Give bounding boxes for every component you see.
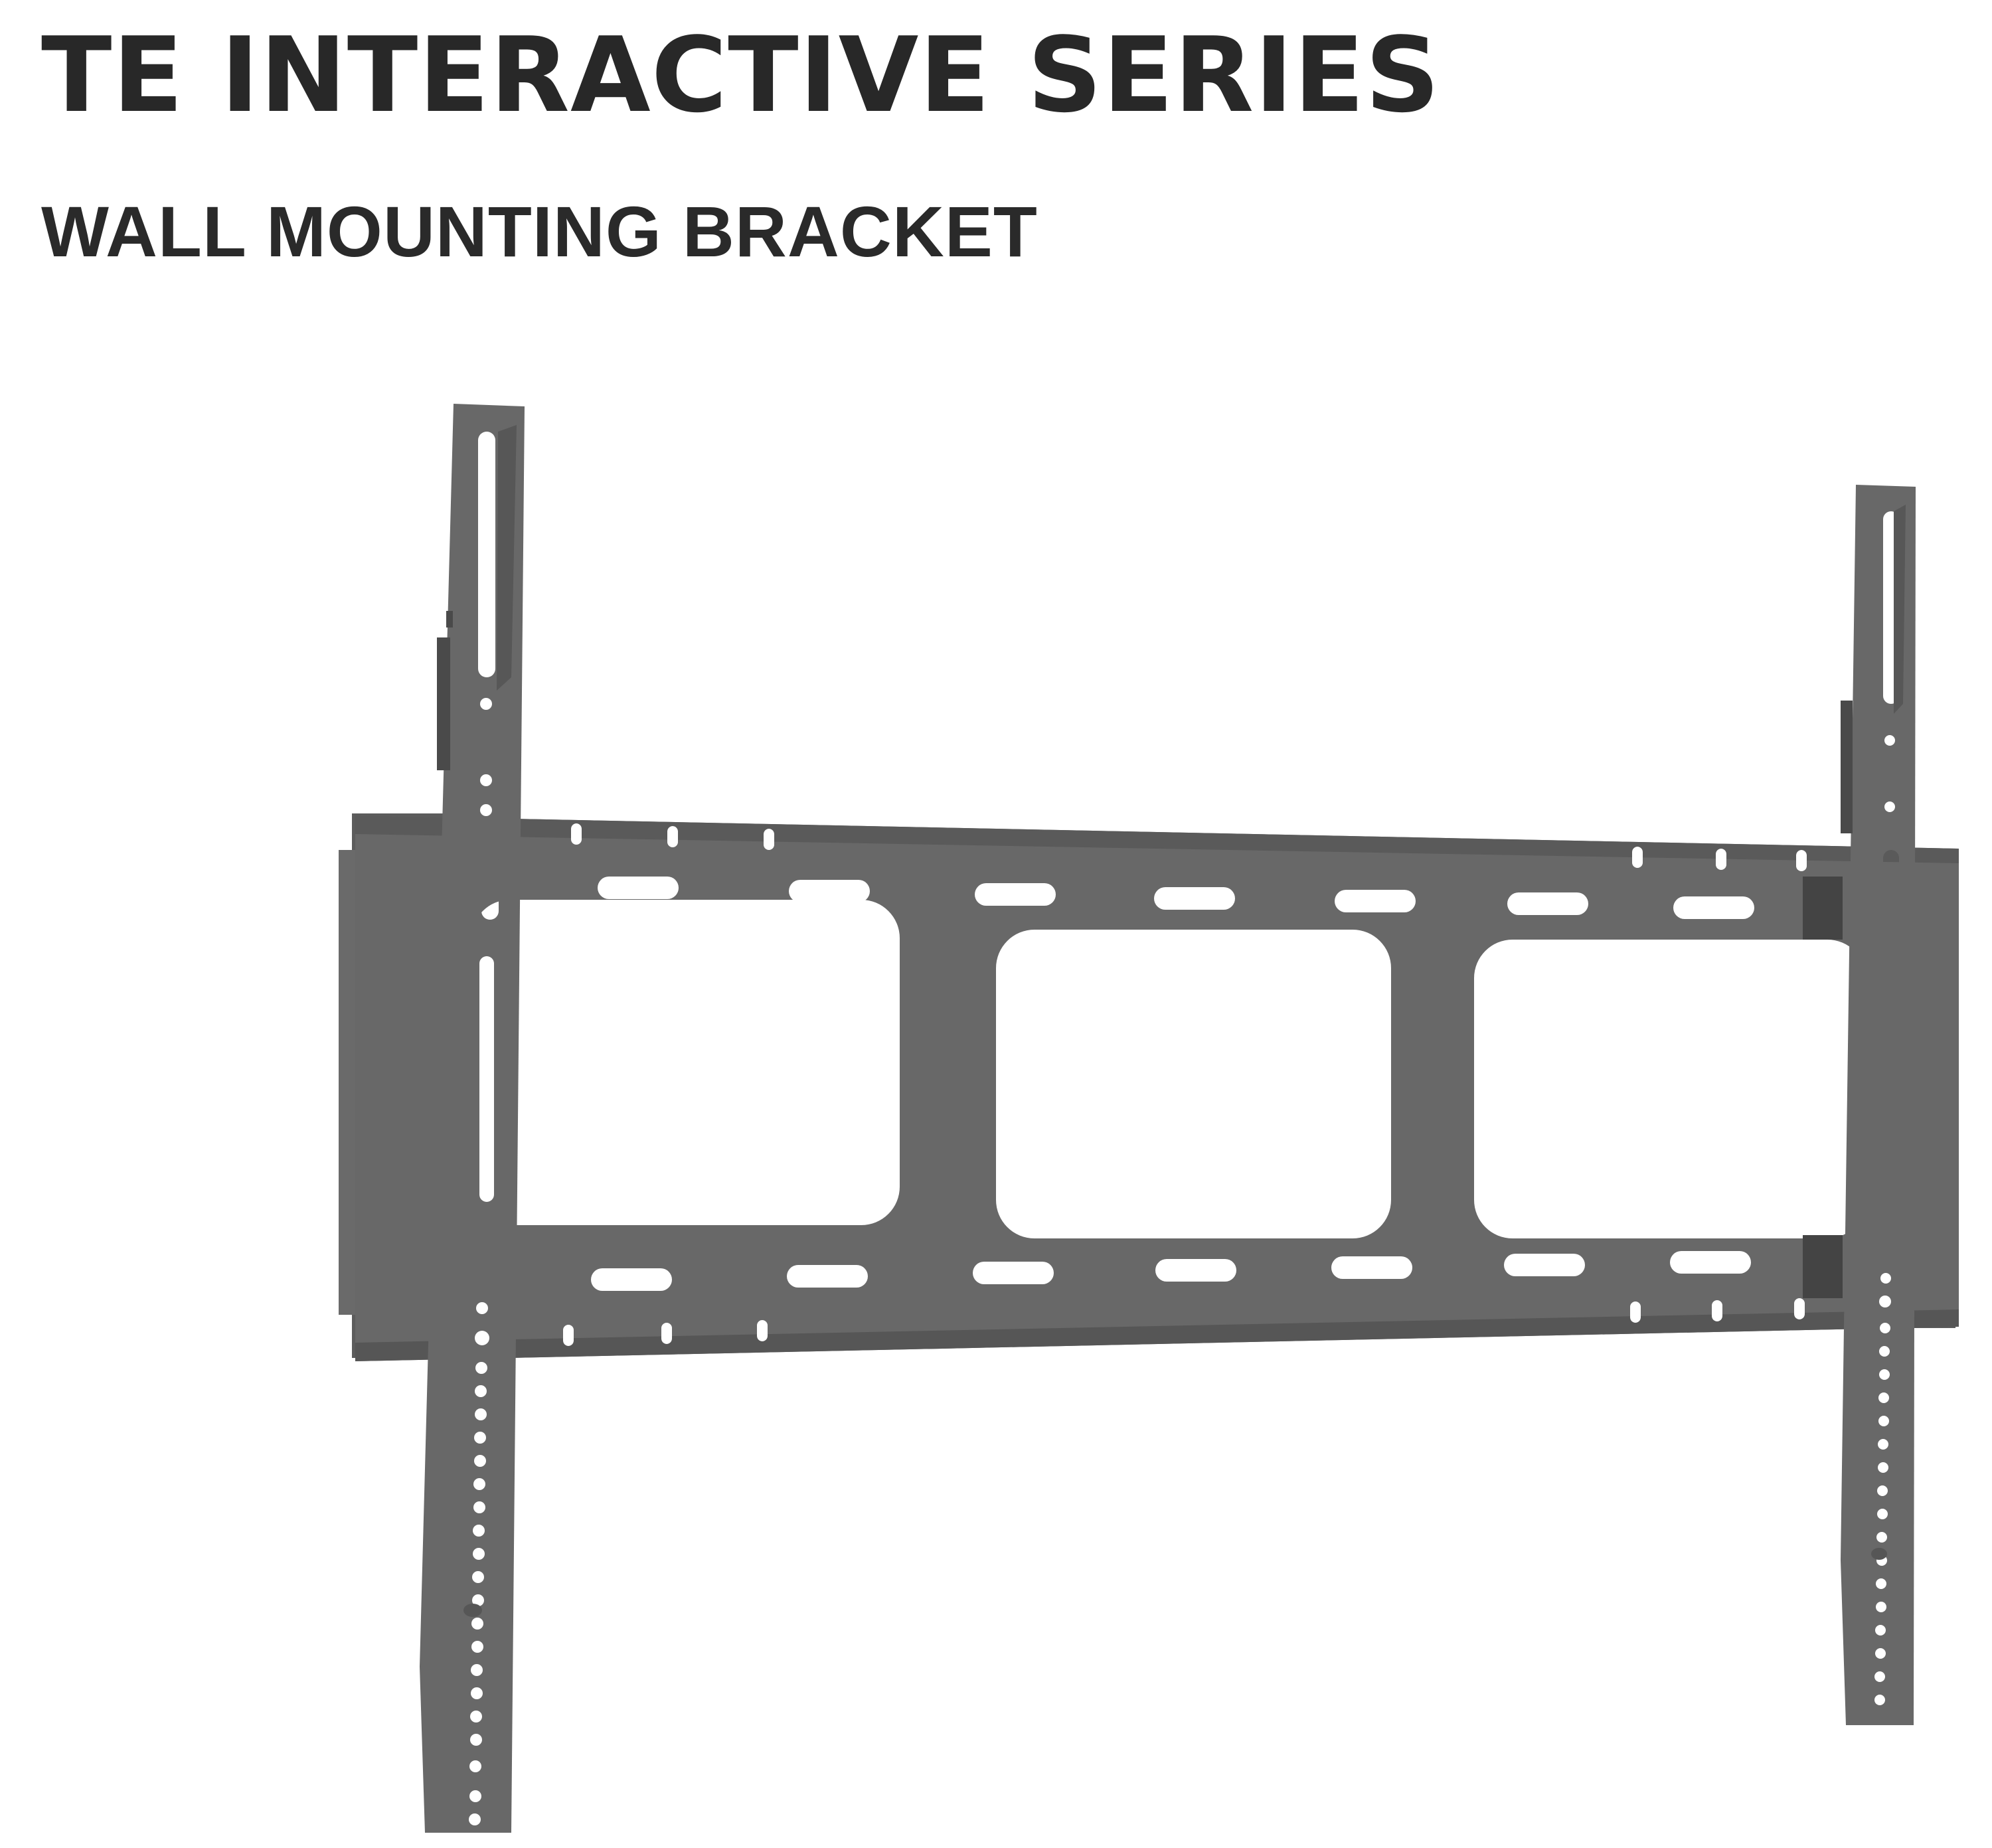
product-series-title: TE INTERACTIVE SERIES (41, 15, 1441, 135)
main-frame (355, 815, 1959, 1361)
right-hanging-arm (1841, 485, 1916, 1725)
product-name-subtitle: WALL MOUNTING BRACKET (41, 191, 1038, 272)
left-hanging-arm (420, 404, 525, 1833)
